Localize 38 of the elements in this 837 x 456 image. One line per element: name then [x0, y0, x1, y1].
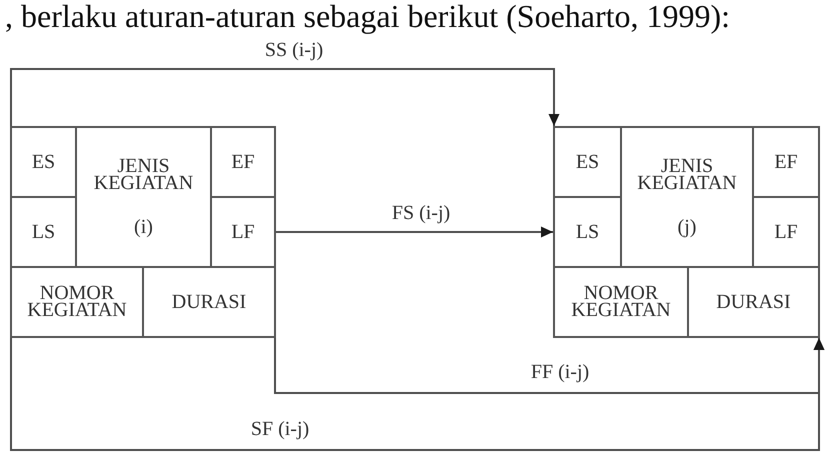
activity-cell [211, 197, 275, 267]
activity-cell [76, 127, 211, 267]
edge-label: FS (i-j) [390, 202, 452, 224]
cell-label: JENIS KEGIATAN [637, 158, 737, 192]
activity-cell [554, 197, 621, 267]
activity-cell [211, 127, 275, 197]
cell-label: LS [576, 224, 600, 240]
cell-label: (i) [134, 219, 153, 236]
activity-cell [11, 127, 76, 197]
cell-label: ES [32, 154, 56, 170]
activity-cell [554, 127, 621, 197]
body-text: , berlaku aturan-aturan sebagai berikut (Soeharto, 1999): [5, 0, 730, 32]
cell-label: DURASI [716, 294, 791, 310]
activity-cell [753, 127, 819, 197]
activity-cell [554, 267, 688, 337]
cell-label: JENIS KEGIATAN [94, 158, 194, 192]
connector-arrow [10, 338, 824, 451]
cell-label: LS [32, 224, 56, 240]
activity-box [553, 126, 820, 338]
activity-cell [688, 267, 819, 337]
connector-arrow [10, 68, 560, 126]
cell-label: (j) [678, 219, 696, 236]
activity-cell [11, 267, 143, 337]
cell-label: EF [231, 154, 255, 170]
activity-cell [11, 197, 76, 267]
activity-cell [753, 197, 819, 267]
activity-cell [621, 127, 753, 267]
activity-box [10, 126, 276, 338]
cell-label: DURASI [172, 294, 246, 310]
cell-label: LF [231, 224, 255, 240]
cell-label: ES [576, 154, 600, 170]
edge-label: FF (i-j) [528, 361, 592, 383]
activity-cell [143, 267, 275, 337]
cell-label: LF [774, 224, 798, 240]
cell-label: NOMOR KEGIATAN [571, 285, 671, 319]
connector-arrow [276, 226, 553, 238]
cell-label: EF [774, 154, 798, 170]
cell-label: NOMOR KEGIATAN [27, 285, 127, 319]
